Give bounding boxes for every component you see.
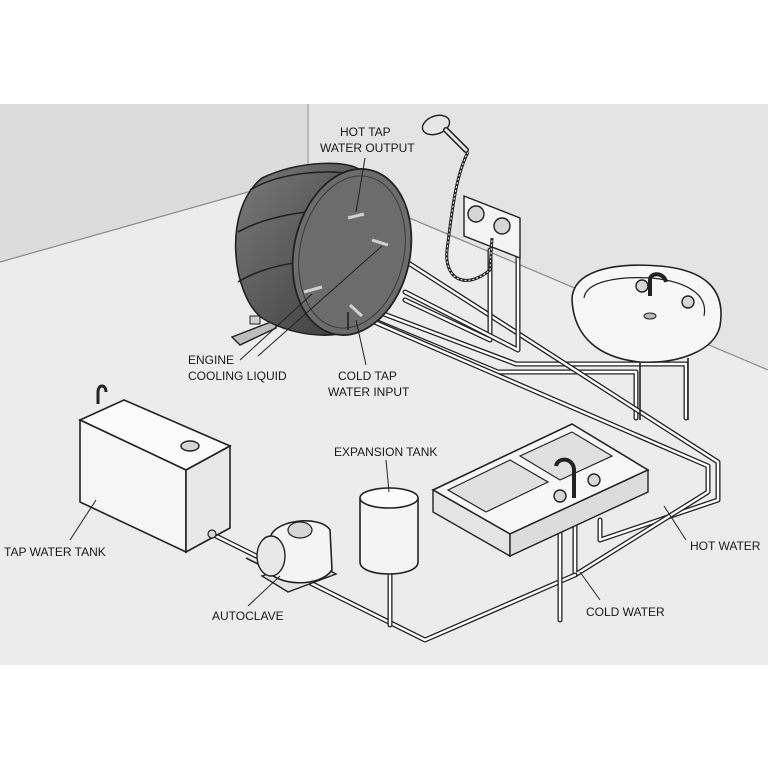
leader-expansion [385,459,390,493]
label-engine-line2: COOLING LIQUID [188,369,287,383]
autoclave-end [256,535,286,577]
shower-knob-left [467,205,485,223]
cold-pipe-to-basin [365,305,689,421]
return-outlet-cap [371,238,389,247]
label-tap-water-tank: TAP WATER TANK [4,545,106,559]
leader-lines [69,157,687,607]
leader-autoclave [247,575,281,607]
hot-tap-outlet-cap [347,212,365,220]
label-engine-line1: ENGINE [188,353,234,367]
pipes [209,237,721,643]
shower [421,114,521,282]
leader-hot-water [663,505,687,541]
label-cold-tap-line2: WATER INPUT [328,385,410,399]
cold-tap-inlet-cap [348,303,364,318]
boiler-end-face [291,168,413,336]
sink-side [509,468,649,558]
sink-bowl-right [518,431,614,481]
basin-tap-right [681,295,695,309]
autoclave-motor [267,520,333,584]
shower-head-icon [421,114,451,136]
label-hot-tap-line1: HOT TAP [340,125,391,139]
boiler-end-rim [298,175,406,329]
shower-supply-pipes [402,237,521,353]
sink-tap-left [553,489,567,503]
tank-vent-pipe [96,384,108,404]
sink-faucet-icon [554,457,576,498]
basin-tap-left [635,279,649,293]
leader-cold-water [579,571,601,601]
leader-tap-tank [69,499,97,541]
label-hot-water: HOT WATER [690,539,761,553]
label-expansion-tank: EXPANSION TANK [334,445,437,459]
leader-engine-2 [257,245,383,357]
tank-filler-cap [180,440,200,452]
shower-handle-fill [444,128,468,152]
left-wall [0,104,308,262]
boiler-mount-bolt [249,315,261,325]
engine-coolant-port-cap [303,285,323,294]
autoclave [245,520,338,593]
hot-water-main [379,243,721,543]
tap-water-tank [78,384,232,554]
cold-water-main [362,315,711,578]
autoclave-inlet [245,557,259,565]
leader-cold-tap [355,319,367,366]
basin-faucet-icon [648,272,668,296]
shower-hose-highlight [446,151,493,281]
shower-knob-right [493,217,511,235]
expansion-tank [359,487,419,575]
tank-outlet [207,529,217,539]
label-cold-water: COLD WATER [586,605,665,619]
labels: HOT TAP WATER OUTPUT ENGINE COOLING LIQU… [4,125,761,623]
tank-side [185,444,231,554]
expansion-tank-body [359,498,419,575]
autoclave-fan-cover [287,521,313,539]
boiler-mount-bracket [230,318,277,346]
kitchen-sink [431,423,650,558]
leader-engine-1 [239,293,313,361]
label-autoclave: AUTOCLAVE [212,609,284,623]
sink-tap-right [587,473,601,487]
label-cold-tap-line1: COLD TAP [338,369,397,383]
label-hot-tap-line2: WATER OUTPUT [320,141,415,155]
basin-drain [643,312,657,320]
boiler [230,162,413,346]
sink-bowl-left [446,459,550,513]
wash-basin [571,264,722,420]
leader-hot-tap [355,157,366,213]
